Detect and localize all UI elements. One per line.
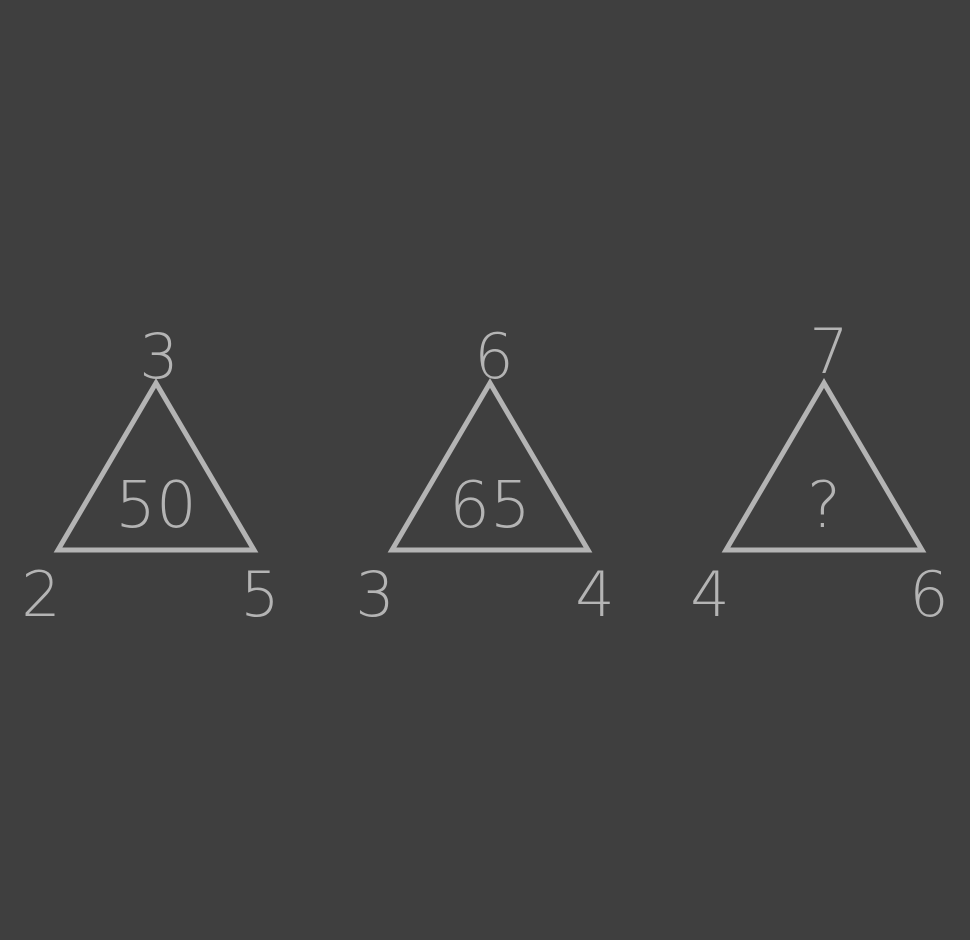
triangle-2-right-number: 4 xyxy=(575,558,614,631)
triangle-1-center-number: 50 xyxy=(115,469,196,543)
triangle-1-right-number: 5 xyxy=(240,558,279,631)
triangle-group-1: 3 2 5 50 xyxy=(21,320,279,631)
triangle-3-right-number: 6 xyxy=(909,558,948,631)
triangle-group-3: 7 4 6 ? xyxy=(690,315,948,631)
triangle-2-top-number: 6 xyxy=(474,320,513,393)
triangle-1-outline xyxy=(53,378,259,553)
triangle-3-center-unknown: ? xyxy=(807,469,841,543)
triangle-3-outline xyxy=(721,378,927,553)
triangle-3-top-number: 7 xyxy=(809,315,848,388)
triangle-group-2: 6 3 4 65 xyxy=(355,320,614,631)
triangle-1-left-number: 2 xyxy=(21,558,60,631)
triangle-2-outline xyxy=(387,378,593,553)
triangle-2-center-number: 65 xyxy=(449,469,530,543)
triangle-2-left-number: 3 xyxy=(355,558,394,631)
triangle-3-left-number: 4 xyxy=(690,558,729,631)
triangle-1-top-number: 3 xyxy=(139,320,178,393)
